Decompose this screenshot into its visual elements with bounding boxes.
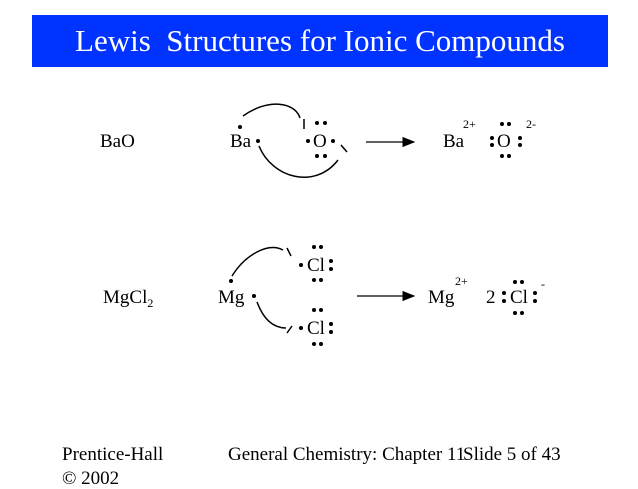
cl-electron — [312, 342, 316, 346]
barium-ion-symbol: Ba — [443, 131, 465, 152]
oxide-electron — [500, 122, 504, 126]
barium-symbol: Ba — [230, 131, 252, 152]
o-electron — [315, 121, 319, 125]
chloride-electron — [502, 299, 506, 303]
mg-valence-electron — [252, 294, 256, 298]
chloride-electron — [533, 291, 537, 295]
compound-label-mgcl2: MgCl2 — [103, 287, 154, 310]
cl-electron — [329, 322, 333, 326]
ba-electron-transfer-curve-bottom — [258, 145, 339, 178]
o-electron — [331, 139, 335, 143]
mg-curve-tip-bottom — [286, 325, 293, 334]
compound-label-bao: BaO — [100, 131, 135, 152]
slide-title: Lewis Structures for Ionic Compounds — [32, 15, 608, 67]
cl-electron — [329, 267, 333, 271]
cl-electron — [312, 278, 316, 282]
chlorine-symbol-top: Cl — [307, 255, 325, 276]
chloride-electron — [520, 311, 524, 315]
chloride-electron — [520, 280, 524, 284]
oxygen-symbol: O — [313, 131, 327, 152]
ba-valence-electron — [256, 139, 260, 143]
cl-electron — [299, 326, 303, 330]
footer-slide-number: Slide 5 of 43 — [463, 444, 561, 465]
mg-electron-transfer-curve-top — [231, 246, 284, 277]
cl-electron — [319, 308, 323, 312]
footer-publisher: Prentice-Hall — [62, 444, 164, 465]
cl-electron — [329, 259, 333, 263]
cl-electron — [319, 278, 323, 282]
oxide-electron — [507, 122, 511, 126]
o-electron — [315, 154, 319, 158]
barium-ion-charge: 2+ — [463, 117, 476, 131]
oxide-ion-symbol: O — [497, 131, 511, 152]
magnesium-ion-symbol: Mg — [428, 287, 455, 308]
mg-curve-tip-top — [286, 247, 292, 257]
cl-electron — [312, 245, 316, 249]
cl-electron — [312, 308, 316, 312]
chlorine-symbol-bottom: Cl — [307, 318, 325, 339]
magnesium-ion-charge: 2+ — [455, 274, 468, 288]
oxide-electron — [518, 143, 522, 147]
cl-electron — [299, 263, 303, 267]
chloride-electron — [513, 280, 517, 284]
o-electron — [306, 139, 310, 143]
oxide-ion-charge: 2- — [526, 117, 536, 131]
chloride-electron — [533, 299, 537, 303]
chloride-ion-symbol: Cl — [510, 287, 528, 308]
o-electron — [323, 121, 327, 125]
chloride-electron — [502, 291, 506, 295]
oxide-electron — [507, 154, 511, 158]
oxide-electron — [490, 143, 494, 147]
magnesium-symbol: Mg — [218, 287, 245, 308]
chloride-coefficient: 2 — [486, 287, 496, 308]
mg-electron-transfer-curve-bottom — [256, 301, 287, 329]
oxide-electron — [490, 136, 494, 140]
ba-electron-transfer-curve-top — [242, 103, 301, 119]
oxide-electron — [500, 154, 504, 158]
ba-curve-tip-bottom — [340, 144, 348, 153]
ba-valence-electron — [238, 125, 242, 129]
o-electron — [323, 154, 327, 158]
cl-electron — [329, 330, 333, 334]
chloride-ion-charge: - — [541, 277, 545, 291]
cl-electron — [319, 245, 323, 249]
oxide-electron — [518, 136, 522, 140]
footer-chapter: General Chemistry: Chapter 11 — [228, 444, 466, 465]
diagram-arrows — [231, 103, 416, 334]
cl-electron — [319, 342, 323, 346]
chloride-electron — [513, 311, 517, 315]
mg-valence-electron — [229, 279, 233, 283]
